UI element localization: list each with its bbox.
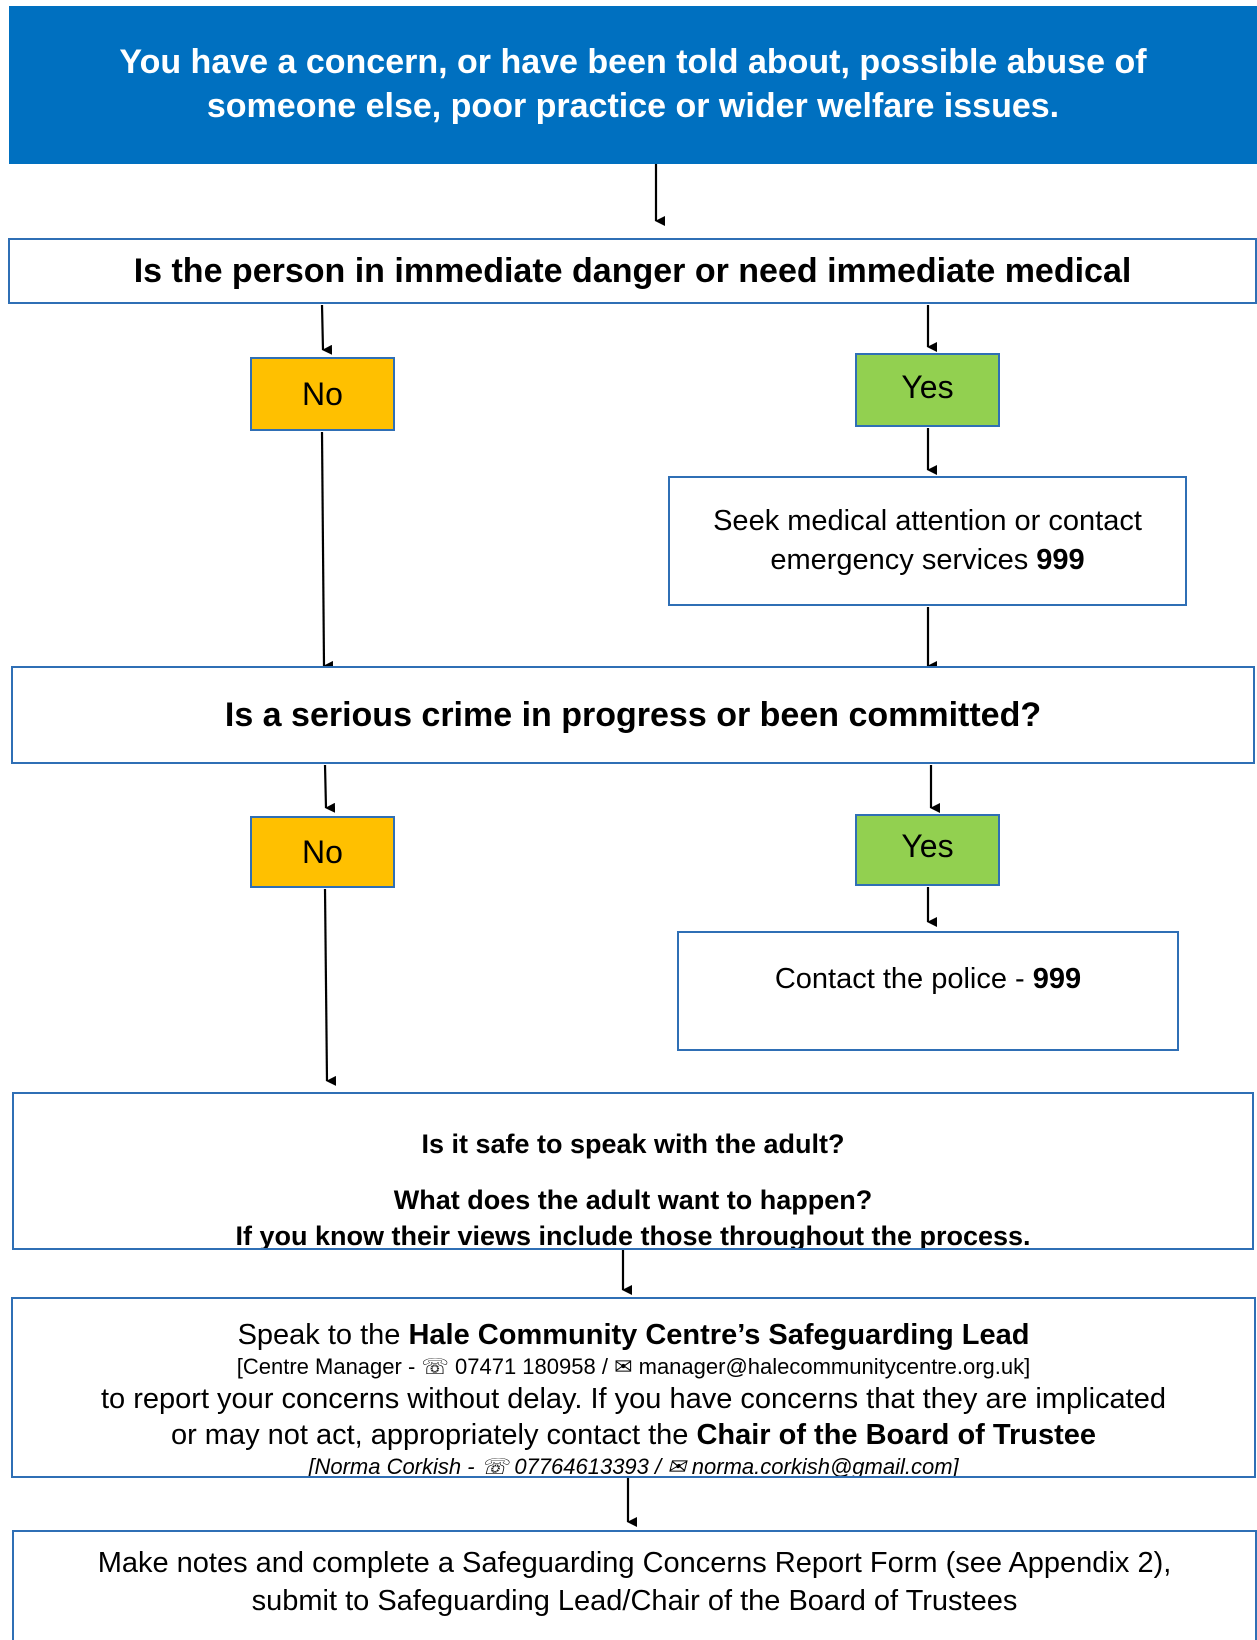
immediate-danger-question: Is the person in immediate danger or nee… (8, 238, 1257, 304)
no-label: No (302, 833, 343, 870)
yes-box-danger: Yes (855, 353, 1000, 427)
lead-name: Hale Community Centre’s Safeguarding Lea… (408, 1319, 1030, 1351)
seek-medical-box: Seek medical attention or contact emerge… (668, 476, 1187, 606)
envelope-icon: ✉ (614, 1354, 633, 1379)
police-line: Contact the police - 999 (775, 963, 1081, 996)
serious-crime-text: Is a serious crime in progress or been c… (224, 695, 1042, 734)
manager-prefix: [Centre Manager - (236, 1354, 422, 1379)
yes-label: Yes (901, 369, 954, 405)
contact-police-box: Contact the police - 999 (677, 931, 1179, 1051)
adult-line3: If you know their views include those th… (235, 1221, 1031, 1250)
lead-line4: or may not act, appropriately contact th… (171, 1417, 1096, 1453)
medical-line1: Seek medical attention or contact (713, 505, 1142, 537)
concern-header-line2: someone else, poor practice or wider wel… (206, 87, 1060, 125)
adult-line2: What does the adult want to happen? (393, 1185, 873, 1215)
envelope-icon: ✉ (667, 1454, 686, 1478)
notes-line2: submit to Safeguarding Lead/Chair of the… (251, 1585, 1018, 1617)
manager-email: manager@halecommunitycentre.org.uk] (632, 1354, 1031, 1379)
medical-line2: emergency services 999 (770, 541, 1084, 580)
lead-line3: to report your concerns without delay. I… (101, 1383, 1166, 1415)
chair-contact: [Norma Corkish - ☏ 07764613393 / ✉ norma… (308, 1453, 959, 1478)
chair-title: Chair of the Board of Trustee (696, 1419, 1097, 1451)
medical-number: 999 (1036, 544, 1085, 576)
chair-email: norma.corkish@gmail.com] (685, 1454, 959, 1478)
phone-icon: ☏ (480, 1454, 509, 1478)
phone-icon: ☏ (421, 1354, 449, 1379)
adult-line1: Is it safe to speak with the adult? (421, 1129, 845, 1159)
chair-prefix: [Norma Corkish - (308, 1454, 481, 1478)
notes-line1: Make notes and complete a Safeguarding C… (97, 1547, 1172, 1579)
medical-line2-text: emergency services (770, 544, 1037, 576)
no-label: No (302, 375, 343, 412)
no-box-danger: No (250, 357, 395, 431)
serious-crime-question: Is a serious crime in progress or been c… (11, 666, 1255, 764)
chair-phone: 07764613393 / (508, 1454, 668, 1478)
manager-contact: [Centre Manager - ☏ 07471 180958 / ✉ man… (237, 1353, 1031, 1381)
manager-phone: 07471 180958 / (448, 1354, 615, 1379)
safeguarding-lead-box: Speak to the Hale Community Centre’s Saf… (11, 1297, 1256, 1478)
arrow-q2-to-no2 (323, 764, 336, 813)
make-notes-box: Make notes and complete a Safeguarding C… (12, 1530, 1257, 1640)
arrow-no2-to-adult (323, 888, 337, 1086)
immediate-danger-text: Is the person in immediate danger or nee… (133, 251, 1132, 290)
concern-header-line1: You have a concern, or have been told ab… (119, 43, 1147, 81)
arrow-q1-to-no1 (320, 304, 333, 355)
lead-intro: Speak to the (237, 1319, 409, 1351)
concern-header-box: You have a concern, or have been told ab… (9, 6, 1257, 164)
police-text: Contact the police - (774, 963, 1033, 995)
lead-line1: Speak to the Hale Community Centre’s Saf… (238, 1317, 1030, 1353)
no-box-crime: No (250, 816, 395, 888)
yes-label: Yes (901, 828, 954, 864)
adult-views-box: Is it safe to speak with the adult? What… (12, 1092, 1254, 1250)
lead-line4-text: or may not act, appropriately contact th… (170, 1419, 697, 1451)
police-number: 999 (1032, 963, 1082, 995)
yes-box-crime: Yes (855, 814, 1000, 886)
arrow-no1-to-q2 (320, 431, 334, 671)
